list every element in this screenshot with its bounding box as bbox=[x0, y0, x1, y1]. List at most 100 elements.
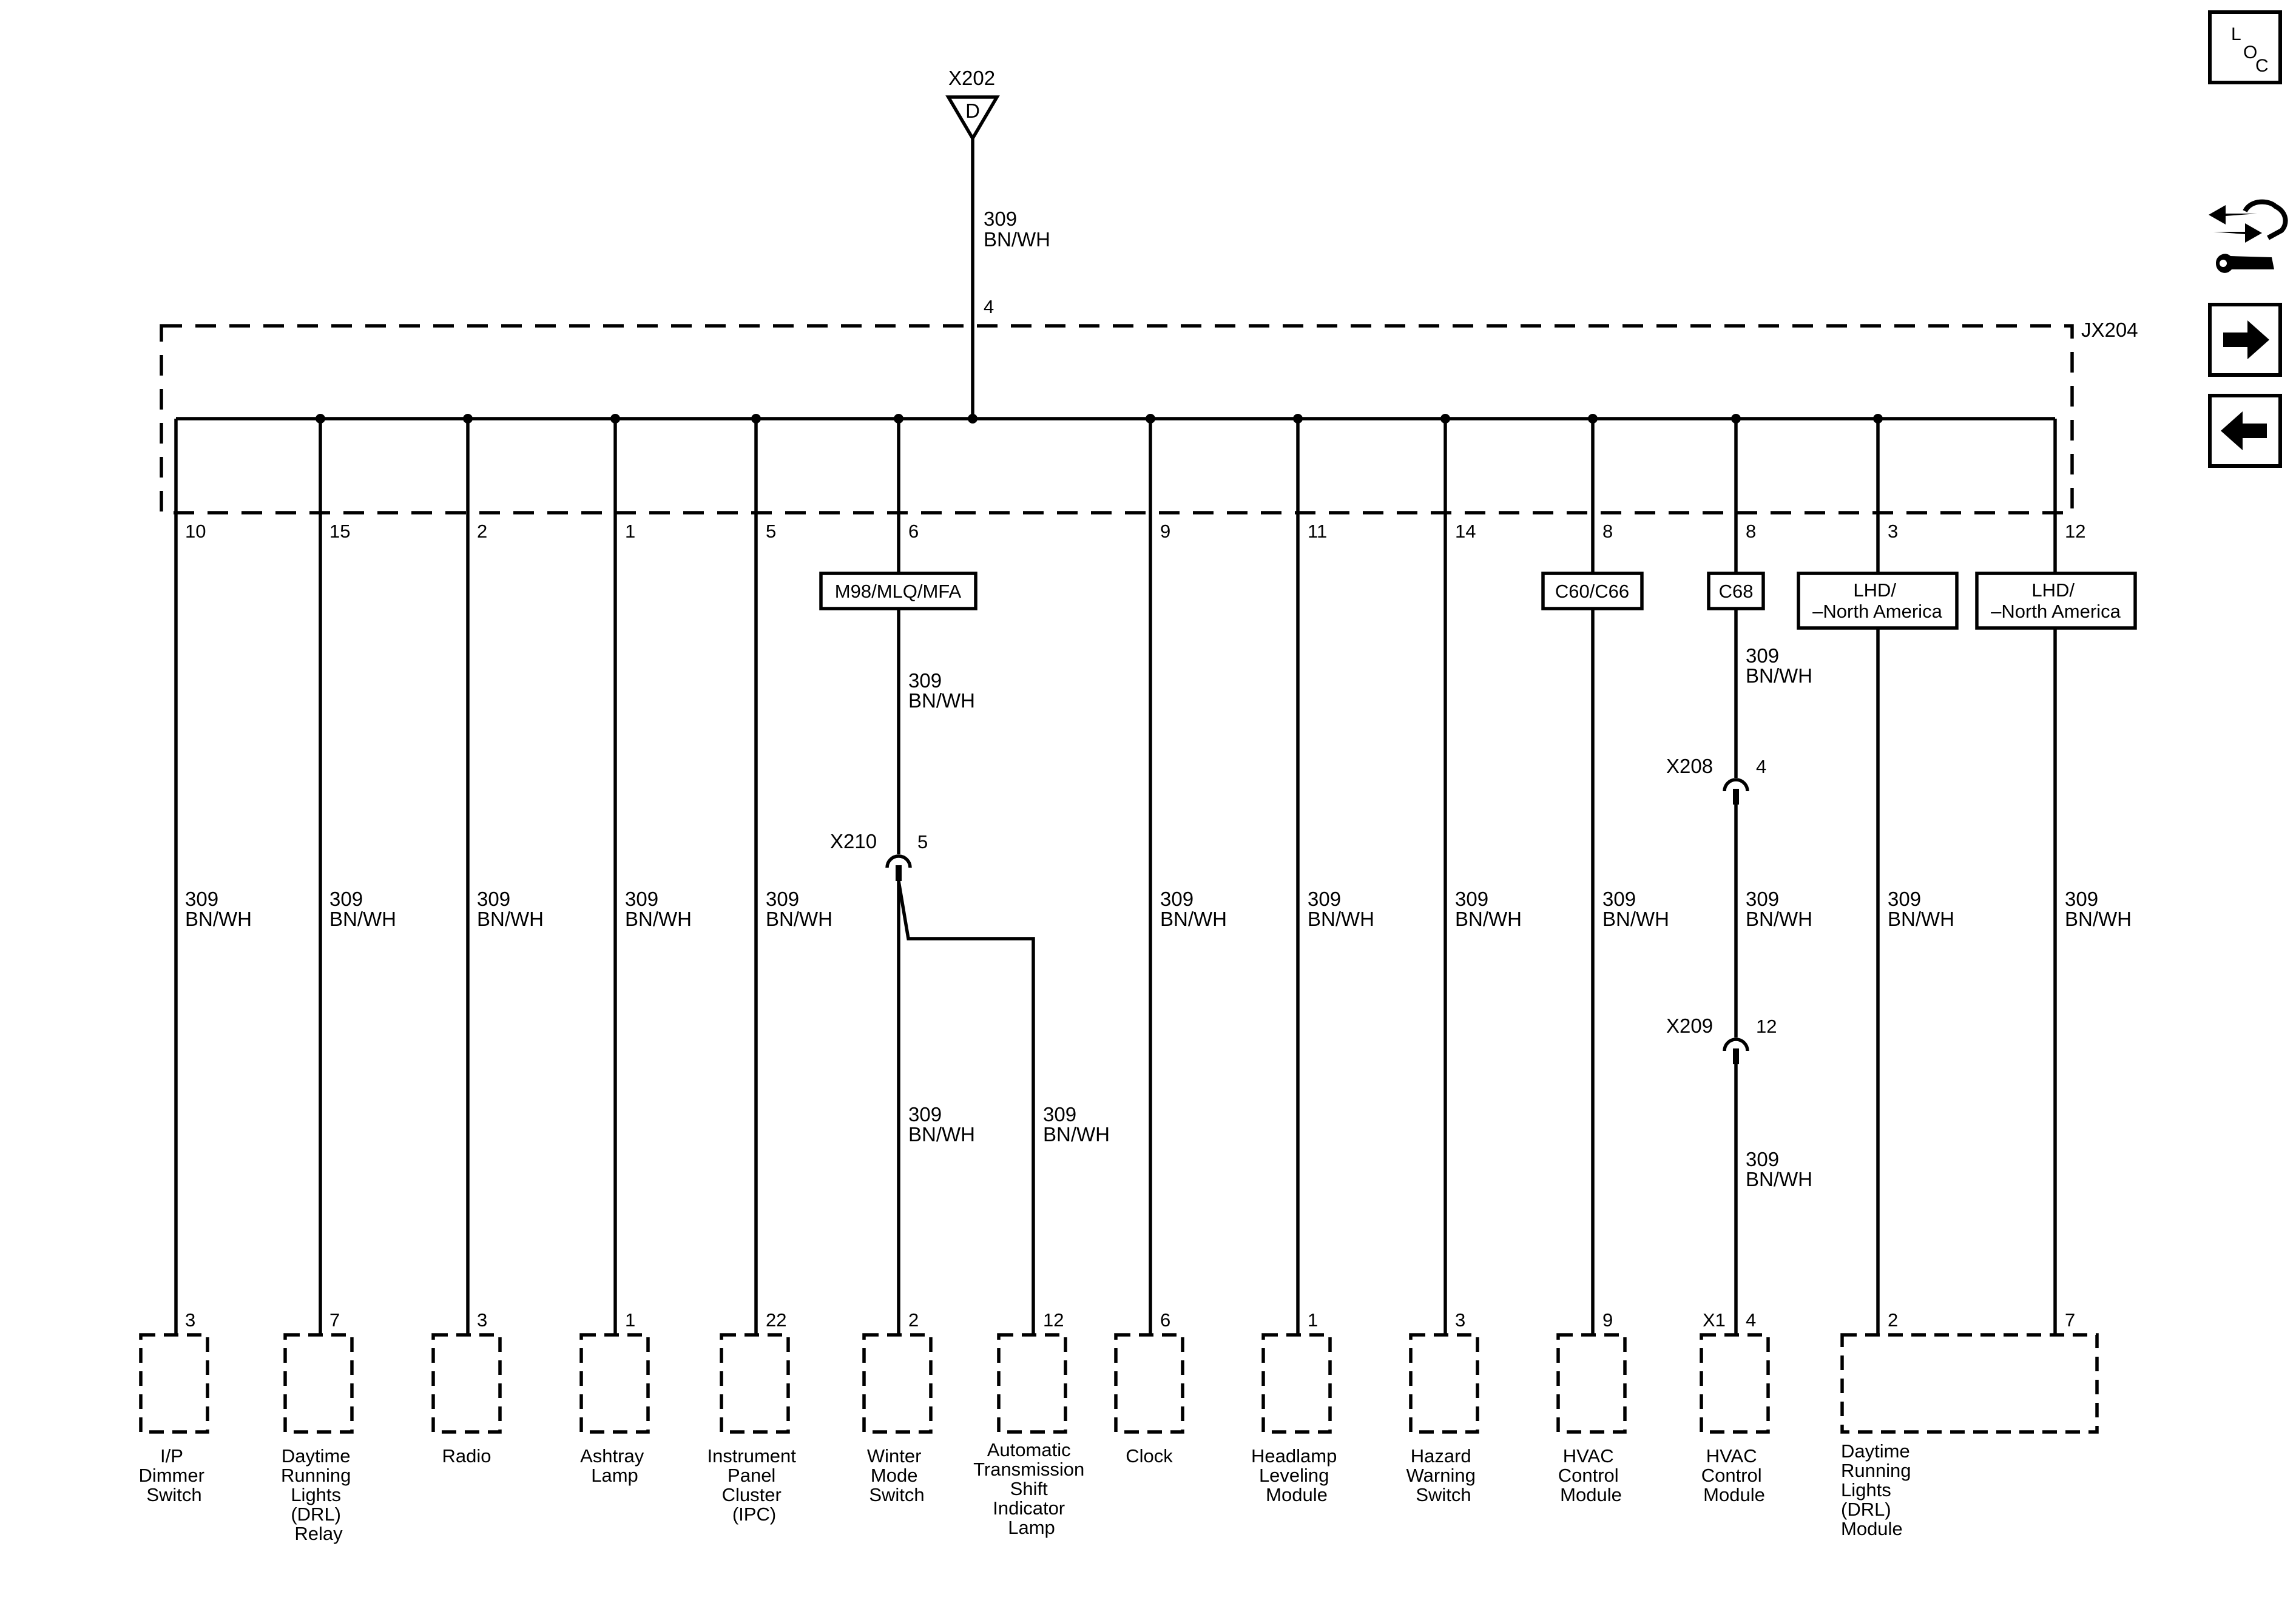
component-pin: 1 bbox=[1308, 1309, 1318, 1331]
branch-drl-relay: 15 309 BN/WH 7 Daytime Running Lights (D… bbox=[281, 419, 396, 1544]
component-outline bbox=[1700, 1333, 1770, 1434]
component-outline bbox=[431, 1333, 502, 1434]
svg-text:C: C bbox=[2255, 56, 2269, 76]
splice-pin: 15 bbox=[329, 521, 350, 542]
inline-connector-pin bbox=[1733, 789, 1739, 805]
wire-circuit: 309 bbox=[908, 1103, 942, 1126]
wire-color: BN/WH bbox=[329, 908, 396, 930]
inline-connector-name: X208 bbox=[1666, 755, 1713, 777]
inline-connector-x210 bbox=[885, 854, 912, 868]
option-label: C60/C66 bbox=[1555, 581, 1629, 602]
wire-color: BN/WH bbox=[1160, 908, 1227, 930]
component-label: Radio bbox=[442, 1445, 491, 1467]
wire-circuit: 309 bbox=[1043, 1103, 1076, 1126]
splice-pin: 1 bbox=[625, 521, 635, 542]
component-outline bbox=[139, 1333, 209, 1434]
wire-circuit: 309 bbox=[477, 888, 510, 910]
component-label: HVAC Control Module bbox=[1701, 1445, 1768, 1505]
component-label: Daytime Running Lights (DRL) Relay bbox=[281, 1445, 356, 1544]
splice-pin: 14 bbox=[1455, 521, 1476, 542]
connector-x202-symbol bbox=[945, 95, 1000, 142]
component-outline bbox=[283, 1333, 354, 1434]
arrow-left-icon[interactable] bbox=[2208, 394, 2282, 468]
component-pin: 3 bbox=[1455, 1309, 1465, 1331]
inline-connector-x209 bbox=[1723, 1038, 1749, 1052]
component-label-winter-mode-switch: Winter Mode Switch bbox=[867, 1445, 927, 1505]
splice-pin: 10 bbox=[185, 521, 206, 542]
service-tools-icon[interactable] bbox=[2209, 199, 2288, 273]
branch-instrument-panel-cluster: 5 309 BN/WH 22 Instrument Panel Cluster … bbox=[707, 419, 832, 1525]
svg-text:O: O bbox=[2243, 42, 2257, 62]
option-box bbox=[1797, 572, 1959, 630]
branch-ashtray-lamp: 1 309 BN/WH 1 Ashtray Lamp bbox=[579, 419, 692, 1486]
wire-color: BN/WH bbox=[1746, 664, 1812, 687]
inline-connector-pin-number: 4 bbox=[1756, 756, 1766, 777]
wire-color: BN/WH bbox=[1746, 908, 1812, 930]
component-pin: 22 bbox=[766, 1309, 786, 1331]
wire-circuit: 309 bbox=[1888, 888, 1921, 910]
component-pin: 7 bbox=[2065, 1309, 2075, 1331]
wire-circuit: 309 bbox=[1746, 888, 1779, 910]
splice-pin: 12 bbox=[2065, 521, 2085, 542]
splice-pack-outline bbox=[160, 324, 2074, 515]
component-pin: 6 bbox=[1160, 1309, 1170, 1331]
wire-color: BN/WH bbox=[766, 908, 832, 930]
component-outline bbox=[1261, 1333, 1332, 1434]
wire-circuit: 309 bbox=[625, 888, 658, 910]
splice-node bbox=[968, 414, 977, 424]
component-pin: 2 bbox=[1888, 1309, 1898, 1331]
option-label: M98/MLQ/MFA bbox=[835, 581, 962, 602]
wire-color: BN/WH bbox=[477, 908, 544, 930]
option-label: LHD/ –North America bbox=[1991, 579, 2121, 622]
splice-pin: 8 bbox=[1746, 521, 1756, 542]
splice-pin: 3 bbox=[1888, 521, 1898, 542]
wire-color: BN/WH bbox=[1746, 1168, 1812, 1190]
wire-color: BN/WH bbox=[1888, 908, 1954, 930]
wire-circuit: 309 bbox=[1160, 888, 1194, 910]
wire-color: BN/WH bbox=[185, 908, 252, 930]
inline-connector-name: X209 bbox=[1666, 1014, 1713, 1037]
option-box bbox=[1975, 572, 2137, 630]
wire-circuit: 309 bbox=[908, 669, 942, 692]
wire-circuit: 309 bbox=[1602, 888, 1636, 910]
wire-circuit: 309 bbox=[1746, 1148, 1779, 1170]
wire-circuit: 309 bbox=[1308, 888, 1341, 910]
component-label: Hazard Warning Switch bbox=[1406, 1445, 1481, 1505]
component-drl-module: Daytime Running Lights (DRL) Module bbox=[1840, 1333, 2099, 1539]
wire-color: BN/WH bbox=[625, 908, 692, 930]
option-label: LHD/ –North America bbox=[1812, 579, 1942, 622]
inline-connector-x208 bbox=[1723, 778, 1749, 792]
branch-ip-dimmer-switch: 10 309 BN/WH 3 I/P Dimmer Switch bbox=[138, 419, 252, 1505]
wire-circuit: 309 bbox=[185, 888, 218, 910]
component-label: HVAC Control Module bbox=[1558, 1445, 1624, 1505]
component-pin: 3 bbox=[477, 1309, 487, 1331]
connector-x202: X202 D bbox=[945, 67, 1000, 142]
component-pin: 3 bbox=[185, 1309, 195, 1331]
branch-m98-mlq-mfa: 6 M98/MLQ/MFA 309 BN/WH X210 5 309 BN/WH… bbox=[819, 419, 1110, 1538]
loc-icon[interactable]: L O C bbox=[2208, 10, 2282, 84]
component-outline bbox=[1556, 1333, 1627, 1434]
component-label: Daytime Running Lights (DRL) Module bbox=[1841, 1440, 1916, 1539]
wire-color: BN/WH bbox=[1308, 908, 1374, 930]
feed-wire-pin: 4 bbox=[984, 296, 994, 317]
wire-circuit: 309 bbox=[1746, 644, 1779, 667]
splice-pin: 6 bbox=[908, 521, 919, 542]
branch-hvac-c68: 8 C68 309 BN/WH X208 4 309 BN/WH X209 12… bbox=[1666, 419, 1812, 1505]
component-pin: 12 bbox=[1043, 1309, 1064, 1331]
wire-circuit: 309 bbox=[2065, 888, 2098, 910]
splice-pin: 5 bbox=[766, 521, 776, 542]
branch-clock: 9 309 BN/WH 6 Clock bbox=[1114, 419, 1227, 1467]
component-label: Clock bbox=[1126, 1445, 1173, 1467]
sub-wire-auto-trans bbox=[897, 880, 1035, 1335]
inline-connector-pin bbox=[1733, 1048, 1739, 1064]
branch-hvac-c60-c66: 8 C60/C66 309 BN/WH 9 HVAC Control Modul… bbox=[1541, 419, 1669, 1505]
branch-radio: 2 309 BN/WH 3 Radio bbox=[431, 419, 544, 1467]
wire-color: BN/WH bbox=[908, 1123, 975, 1146]
component-pin: 9 bbox=[1602, 1309, 1613, 1331]
component-connector: X1 bbox=[1703, 1309, 1726, 1331]
branch-drl-module-pin-7: 12 LHD/ –North America 309 BN/WH 7 bbox=[1975, 419, 2137, 1335]
arrow-right-icon[interactable] bbox=[2208, 303, 2282, 377]
component-outline bbox=[997, 1333, 1067, 1434]
inline-connector-name: X210 bbox=[830, 830, 877, 852]
